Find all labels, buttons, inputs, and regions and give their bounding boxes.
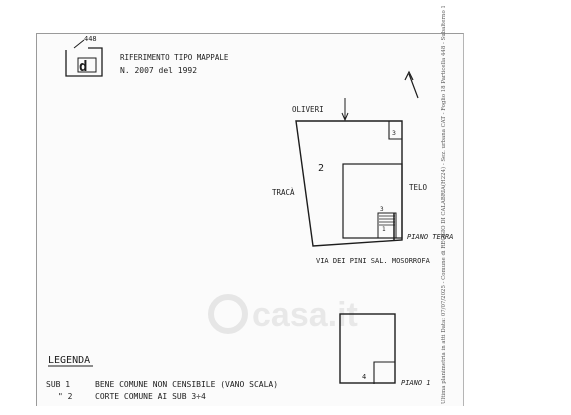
ground-floor-plan bbox=[295, 98, 403, 247]
reference-line-1: RIFERIMENTO TIPO MAPPALE bbox=[120, 53, 229, 62]
watermark-text: casa.it bbox=[252, 296, 358, 334]
ground-floor-label: PIANO TERRA bbox=[407, 233, 453, 241]
stair-label-low: 1 bbox=[382, 226, 386, 233]
neighbor-west: TRACÀ bbox=[272, 188, 295, 197]
watermark: casa.it bbox=[208, 294, 358, 334]
parcel-number: 448 bbox=[84, 35, 97, 43]
legend-title: LEGENDA bbox=[48, 355, 90, 366]
first-floor-label: PIANO 1 bbox=[401, 379, 431, 387]
first-floor-plan bbox=[339, 313, 396, 384]
north-arrow-icon bbox=[404, 70, 419, 99]
parcel-sketch bbox=[65, 39, 103, 77]
cadastral-stamp: Ultima planimetria in atti Data: 07/07/2… bbox=[440, 5, 447, 404]
floor-plan-sheet bbox=[36, 33, 464, 406]
legend-row2-desc: CORTE COMUNE AI SUB 3÷4 bbox=[95, 392, 206, 401]
courtyard-label: 2 bbox=[318, 163, 324, 174]
legend-row1-sub: SUB 1 bbox=[46, 380, 70, 389]
neighbor-north: OLIVERI bbox=[292, 105, 324, 114]
neighbor-east: TELO bbox=[409, 183, 428, 192]
stair-label-mid: 3 bbox=[380, 206, 384, 213]
parcel-letter: d bbox=[79, 59, 87, 75]
stair-label-top: 3 bbox=[392, 129, 396, 137]
watermark-logo-icon bbox=[208, 294, 248, 334]
first-floor-unit: 4 bbox=[362, 373, 366, 381]
legend-row2-sub: " 2 bbox=[58, 392, 73, 401]
reference-line-2: N. 2007 del 1992 bbox=[120, 66, 197, 75]
legend: LEGENDA SUB 1 BENE COMUNE NON CENSIBILE … bbox=[46, 355, 278, 401]
street-label: VIA DEI PINI SAL. MOSORROFA bbox=[316, 257, 431, 265]
legend-row1-desc: BENE COMUNE NON CENSIBILE (VANO SCALA) bbox=[95, 380, 278, 389]
